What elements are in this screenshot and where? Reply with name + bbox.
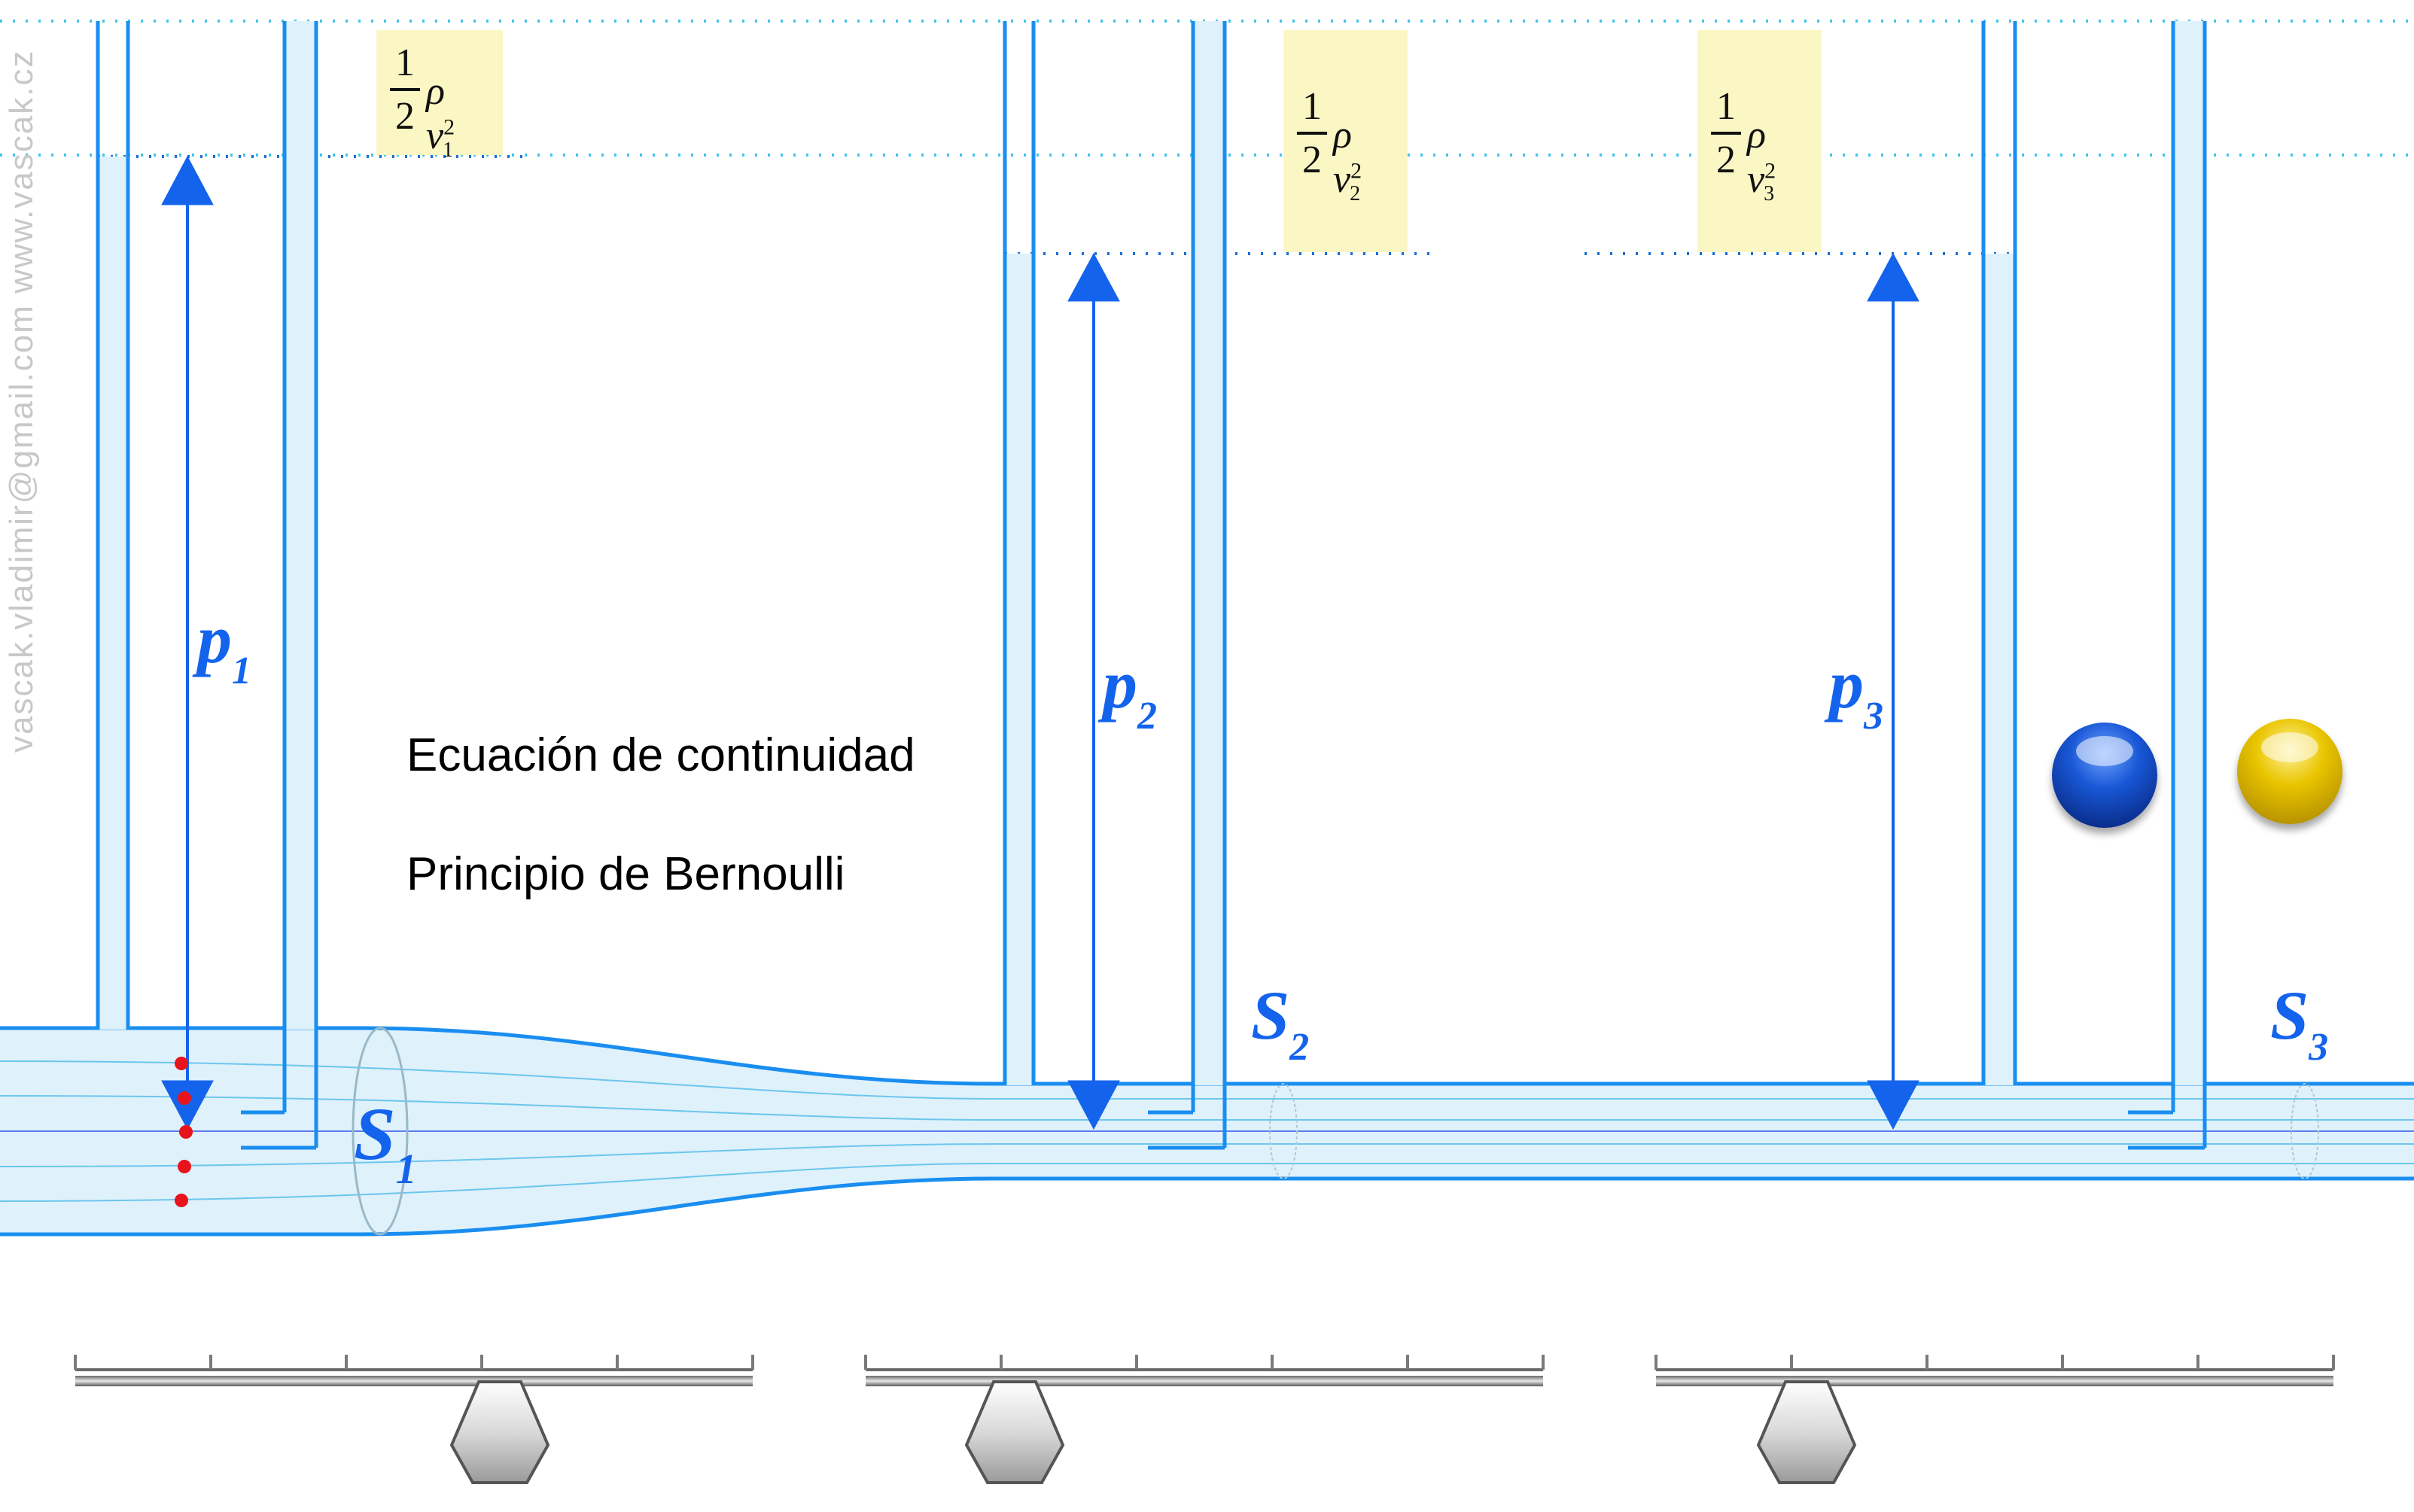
rho-symbol: ρ: [1747, 114, 1766, 157]
pipe-bottom-wall: [0, 1176, 2414, 1237]
continuity-equation-link[interactable]: Ecuación de continuidad: [406, 729, 915, 781]
piezometer-tube-2: [1003, 21, 1227, 1150]
yellow-button[interactable]: [2237, 719, 2342, 824]
section-letter: S: [354, 1092, 396, 1176]
fraction-denominator: 2: [1302, 138, 1322, 181]
cross-section-s2: [1269, 1083, 1298, 1179]
pressure-index: 3: [1863, 695, 1883, 738]
velocity-index: 1: [443, 138, 454, 163]
pressure-arrow-p2: [1067, 252, 1120, 1130]
piezometer-tube-3: [1981, 21, 2207, 1150]
fraction-denominator: 2: [1716, 138, 1736, 181]
balance-scale-1: [74, 1355, 754, 1484]
cross-section-s3: [2291, 1083, 2319, 1179]
velocity-exponent: 2: [443, 114, 455, 140]
velocity-exponent: 2: [1764, 158, 1776, 184]
blue-button[interactable]: [2052, 723, 2157, 828]
velocity-symbol: v: [426, 114, 444, 157]
pressure-label-p2: p2: [1097, 646, 1157, 738]
author-watermark: vascak.vladimir@gmail.com www.vascak.cz: [3, 49, 40, 753]
pressure-index: 1: [232, 650, 251, 692]
section-label-s3: S3: [2270, 977, 2328, 1069]
pressure-letter: p: [192, 601, 232, 677]
section-label-s2: S2: [1251, 977, 1309, 1069]
streamlines: [0, 1060, 2414, 1202]
pressure-letter: p: [1824, 646, 1864, 723]
velocity-index: 2: [1350, 182, 1361, 206]
pipe-top-wall: [0, 1026, 2414, 1086]
balance-scale-3: [1654, 1355, 2335, 1484]
section-index: 1: [396, 1146, 417, 1193]
section-index: 2: [1289, 1026, 1309, 1069]
bernoulli-principle-link[interactable]: Principio de Bernoulli: [406, 848, 845, 900]
piezometer-tube-1: [96, 21, 318, 1150]
section-index: 3: [2308, 1026, 2328, 1069]
velocity-exponent: 2: [1350, 158, 1362, 184]
pressure-letter: p: [1097, 646, 1137, 723]
pressure-index: 2: [1137, 695, 1157, 738]
fraction-numerator: 1: [1302, 85, 1322, 128]
pressure-arrow-p3: [1867, 252, 1919, 1130]
fluid-particles: [175, 1057, 193, 1207]
section-letter: S: [1251, 977, 1289, 1054]
fraction-numerator: 1: [1716, 85, 1736, 128]
velocity-symbol: v: [1333, 158, 1351, 201]
balance-scale-2: [864, 1355, 1545, 1484]
pressure-label-p1: p1: [192, 601, 251, 692]
velocity-index: 3: [1764, 182, 1775, 206]
fraction-denominator: 2: [395, 95, 415, 138]
rho-symbol: ρ: [426, 70, 445, 113]
pressure-arrow-p1: [161, 155, 214, 1130]
velocity-symbol: v: [1747, 158, 1765, 201]
cross-section-s1: [352, 1027, 409, 1236]
section-label-s1: S1: [354, 1092, 417, 1193]
pressure-label-p3: p3: [1824, 646, 1883, 738]
rho-symbol: ρ: [1333, 114, 1352, 157]
section-letter: S: [2270, 977, 2309, 1054]
fraction-numerator: 1: [395, 41, 415, 84]
